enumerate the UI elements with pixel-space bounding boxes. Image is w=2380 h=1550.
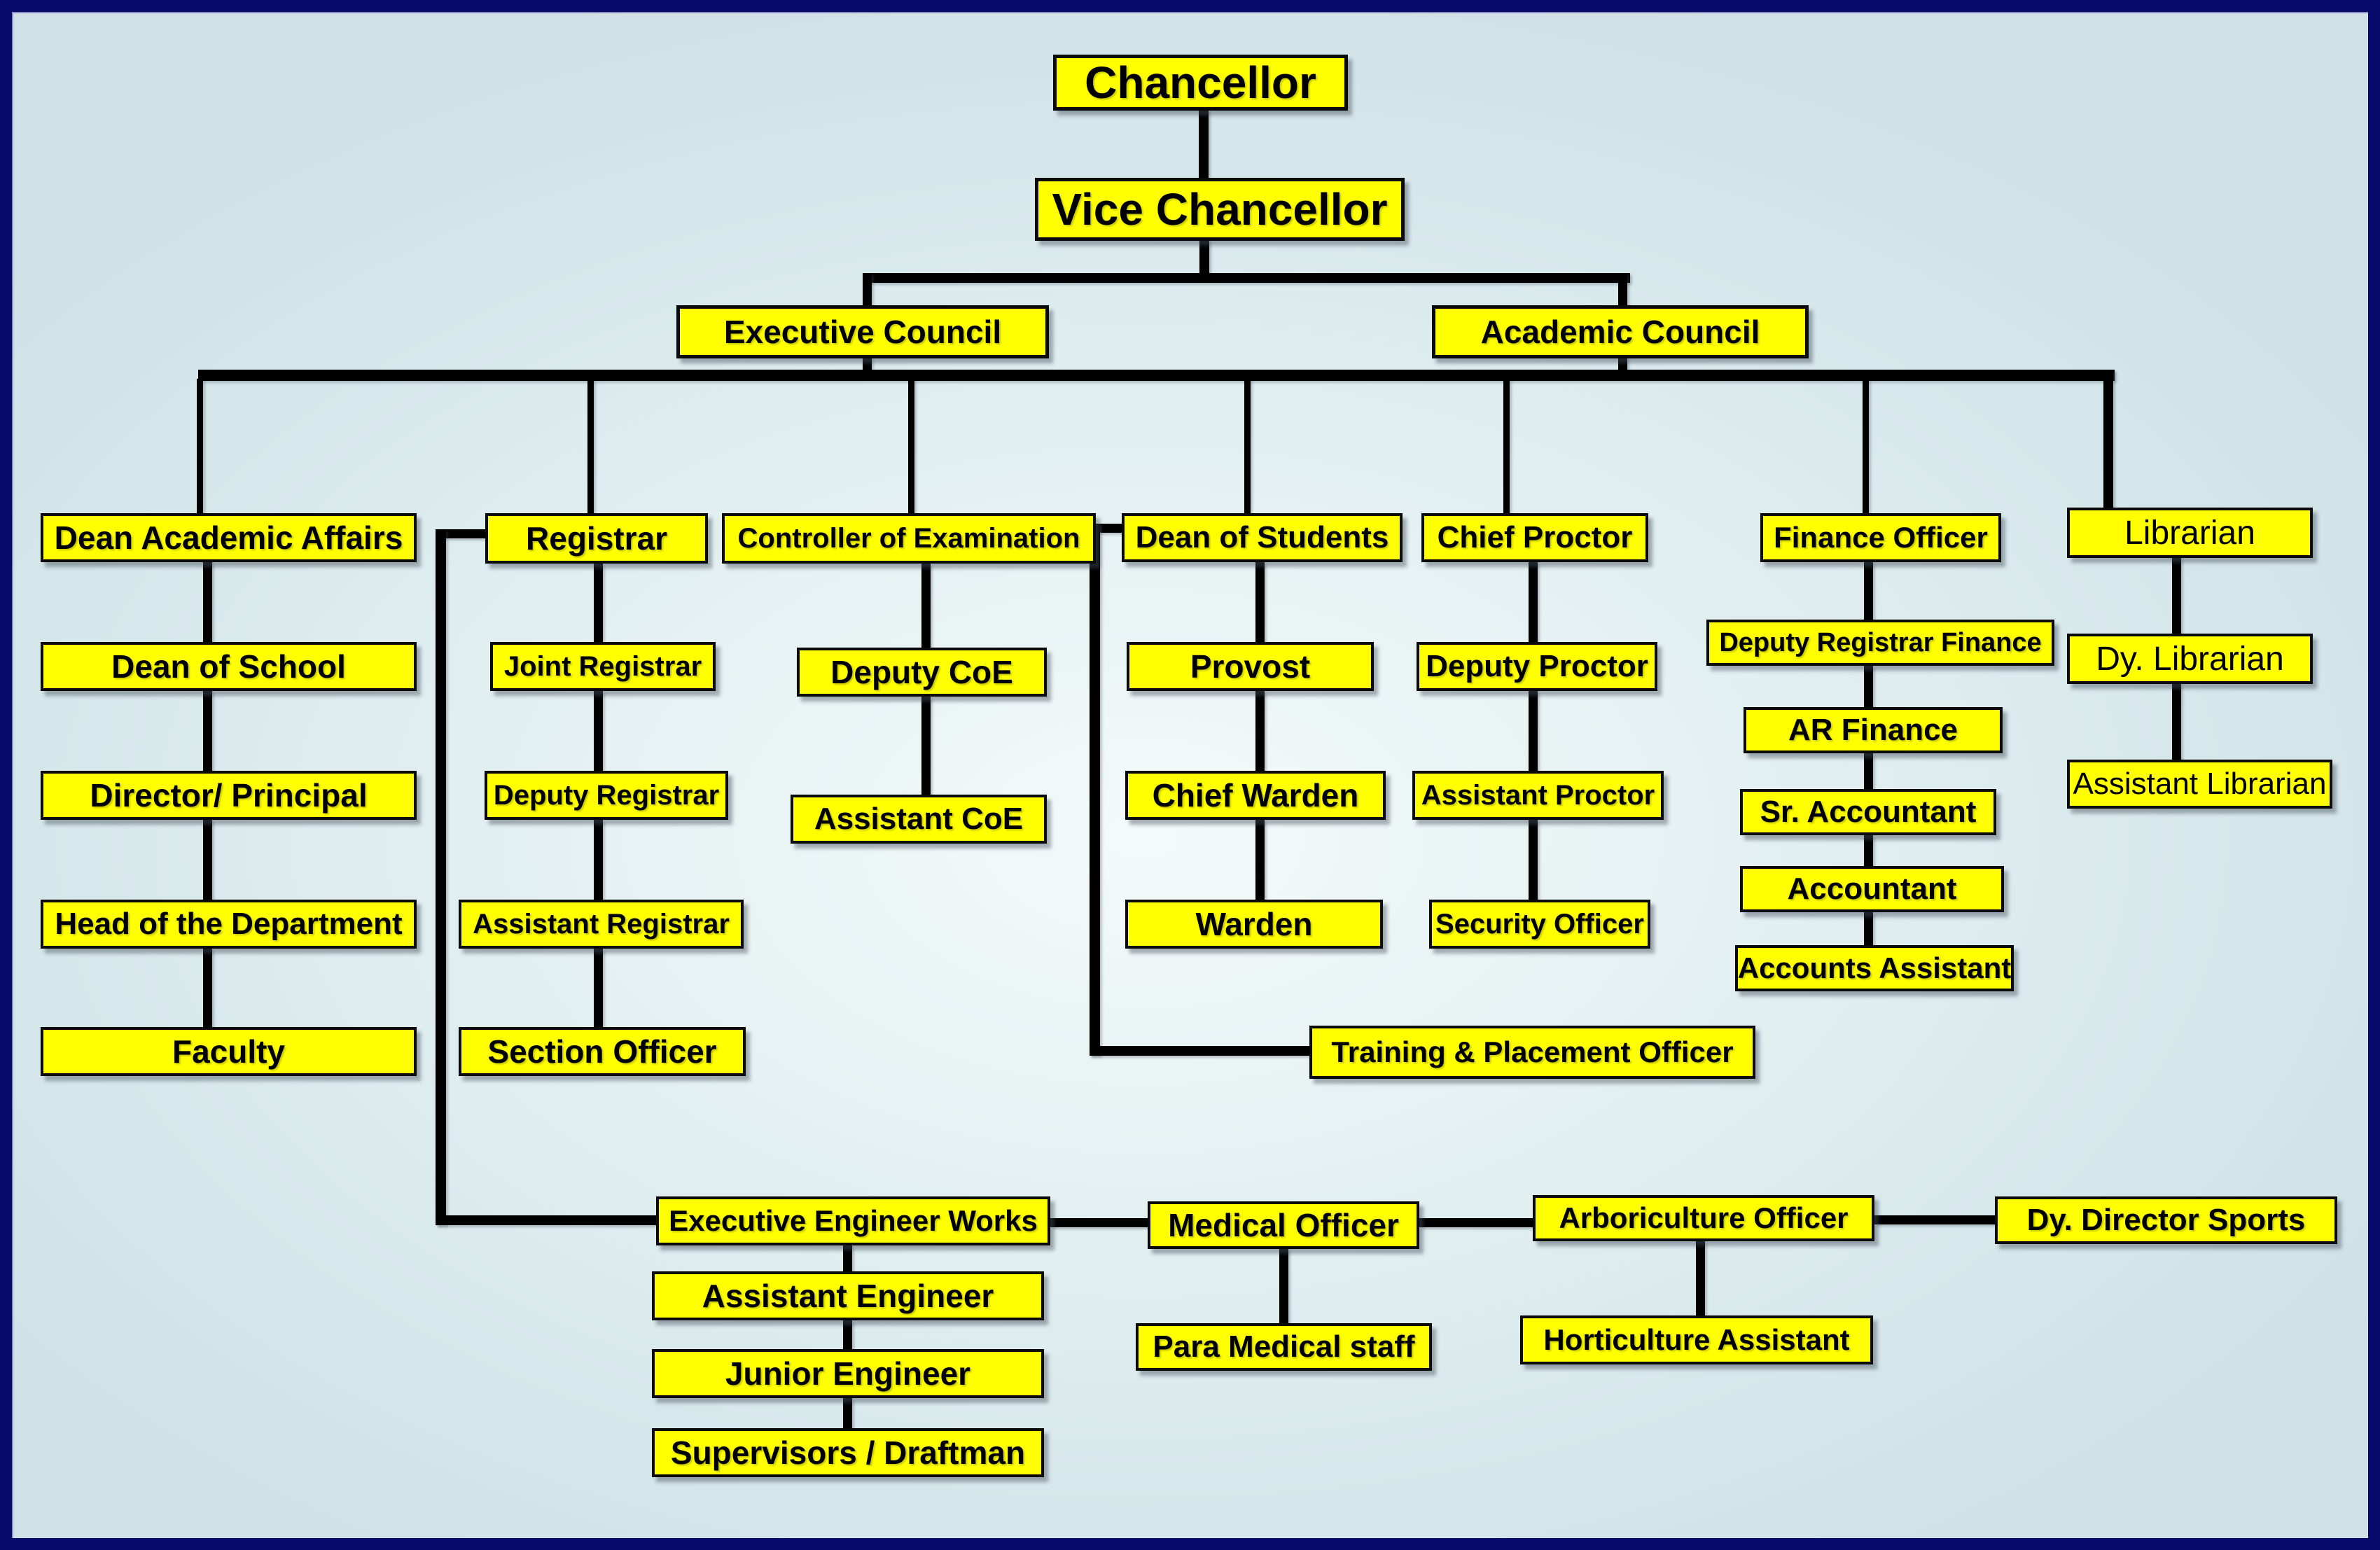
connector-trunk [198,370,2115,381]
connector-col6-a [1864,562,1873,620]
node-accounts-assistant: Accounts Assistant [1735,945,2014,991]
node-registrar: Registrar [485,513,708,564]
node-dean-academic-affairs: Dean Academic Affairs [41,513,417,562]
connector-registrar-stub [436,529,485,538]
connector-col3-b [921,697,931,795]
node-assistant-coe: Assistant CoE [791,795,1047,844]
node-chief-proctor: Chief Proctor [1421,513,1648,562]
node-head-of-department: Head of the Department [41,900,417,949]
connector-col1-c [203,820,212,900]
connector-col1-d [203,949,212,1027]
connector-vc-stub [1199,239,1209,279]
connector-col1-b [203,691,212,771]
connector-col6-b [1864,666,1873,707]
node-executive-council: Executive Council [676,305,1049,358]
connector-drop-finance-officer [1863,379,1869,515]
connector-col7-a [2172,558,2181,634]
connector-chancellor-vc [1199,109,1209,179]
connector-acad-council-drop [1618,273,1627,307]
connector-col6-d [1864,835,1873,866]
node-deputy-coe: Deputy CoE [797,648,1047,697]
connector-medical-para [1279,1249,1288,1323]
node-deputy-registrar-finance: Deputy Registrar Finance [1706,620,2054,666]
connector-drop-controller-examination [908,379,914,515]
node-deputy-registrar: Deputy Registrar [485,771,728,820]
node-assistant-proctor: Assistant Proctor [1412,771,1664,820]
node-dean-of-school: Dean of School [41,642,417,691]
connector-exec-council-drop [863,273,872,307]
node-assistant-librarian: Assistant Librarian [2067,760,2332,809]
connector-arb-hort [1696,1241,1705,1315]
node-arboriculture-officer: Arboriculture Officer [1533,1195,1874,1241]
node-academic-council: Academic Council [1432,305,1809,358]
node-training-placement-officer: Training & Placement Officer [1309,1026,1755,1079]
node-assistant-registrar: Assistant Registrar [459,900,744,949]
connector-col1-a [203,562,212,642]
connector-col2-d [594,949,603,1027]
node-medical-officer: Medical Officer [1148,1201,1419,1249]
connector-col4-b [1255,691,1265,771]
connector-col2-c [594,820,603,900]
connector-col6-e [1864,912,1873,945]
node-finance-officer: Finance Officer [1760,513,2001,562]
node-librarian: Librarian [2067,508,2313,558]
node-section-officer: Section Officer [459,1027,746,1076]
connector-col4-c [1255,820,1265,900]
connector-col5-c [1529,820,1538,900]
connector-eew-b [843,1320,852,1349]
node-para-medical-staff: Para Medical staff [1136,1323,1432,1371]
node-supervisors-draftman: Supervisors / Draftman [652,1428,1044,1477]
node-provost: Provost [1127,642,1374,691]
connector-dos-tpo [1090,1046,1309,1056]
node-accountant: Accountant [1740,866,2004,912]
node-junior-engineer: Junior Engineer [652,1349,1044,1398]
node-executive-engineer-works: Executive Engineer Works [656,1196,1050,1245]
connector-registrar-eew [436,1215,658,1225]
connector-col2-b [594,691,603,771]
connector-col2-a [594,564,603,642]
connector-col3-a [921,564,931,648]
connector-arb-sports [1874,1215,1995,1224]
connector-registrar-down [436,529,446,1225]
node-chief-warden: Chief Warden [1125,771,1386,820]
connector-eew-c [843,1398,852,1428]
connector-col6-c [1864,753,1873,789]
connector-exec-council-trunk [863,357,872,372]
connector-eew-medical [1050,1218,1148,1227]
node-horticulture-assistant: Horticulture Assistant [1520,1315,1873,1364]
connector-col4-a [1255,562,1265,642]
connector-col7-b [2172,684,2181,760]
connector-drop-registrar [587,379,594,515]
connector-dos-down [1090,524,1100,1056]
node-sr-accountant: Sr. Accountant [1740,789,1996,835]
connector-col5-a [1529,562,1538,642]
node-dean-of-students: Dean of Students [1122,513,1403,562]
node-controller-of-examination: Controller of Examination [722,513,1096,564]
node-ar-finance: AR Finance [1744,707,2003,753]
node-chancellor: Chancellor [1053,55,1348,111]
node-deputy-proctor: Deputy Proctor [1417,642,1657,691]
node-dy-librarian: Dy. Librarian [2067,634,2313,684]
connector-drop-dean-academic-affairs [197,379,203,515]
connector-col5-b [1529,691,1538,771]
node-director-principal: Director/ Principal [41,771,417,820]
connector-drop-librarian [2103,370,2113,509]
connector-drop-chief-proctor [1503,379,1510,515]
connector-acad-council-trunk [1618,357,1627,372]
node-dy-director-sports: Dy. Director Sports [1995,1196,2337,1244]
connector-council-split [863,273,1630,283]
node-assistant-engineer: Assistant Engineer [652,1271,1044,1320]
node-warden: Warden [1125,900,1383,949]
node-security-officer: Security Officer [1429,900,1650,949]
connector-medical-arb [1419,1218,1533,1227]
node-joint-registrar: Joint Registrar [490,642,716,691]
node-vice-chancellor: Vice Chancellor [1035,178,1405,241]
node-faculty: Faculty [41,1027,417,1076]
connector-drop-dean-students [1244,379,1251,515]
connector-eew-a [843,1245,852,1271]
